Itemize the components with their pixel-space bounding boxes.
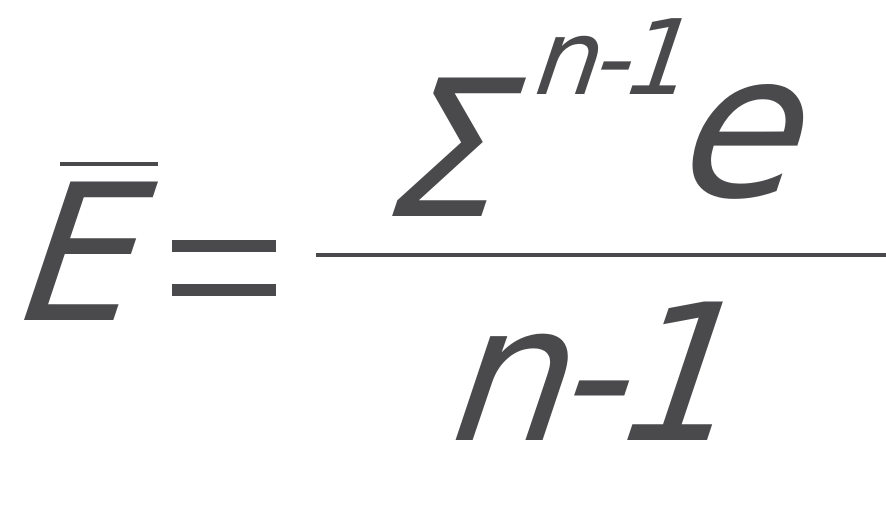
equals-sign-top-bar (172, 240, 276, 252)
denominator: n-1 (442, 264, 754, 485)
fraction-bar (316, 253, 886, 257)
mean-symbol: E (12, 144, 160, 365)
summand: e (671, 11, 828, 244)
summation-symbol: Σ (380, 40, 532, 261)
equals-sign-bottom-bar (172, 284, 276, 296)
mean-overline (60, 162, 158, 166)
summation-upper-limit: n-1 (529, 0, 699, 119)
